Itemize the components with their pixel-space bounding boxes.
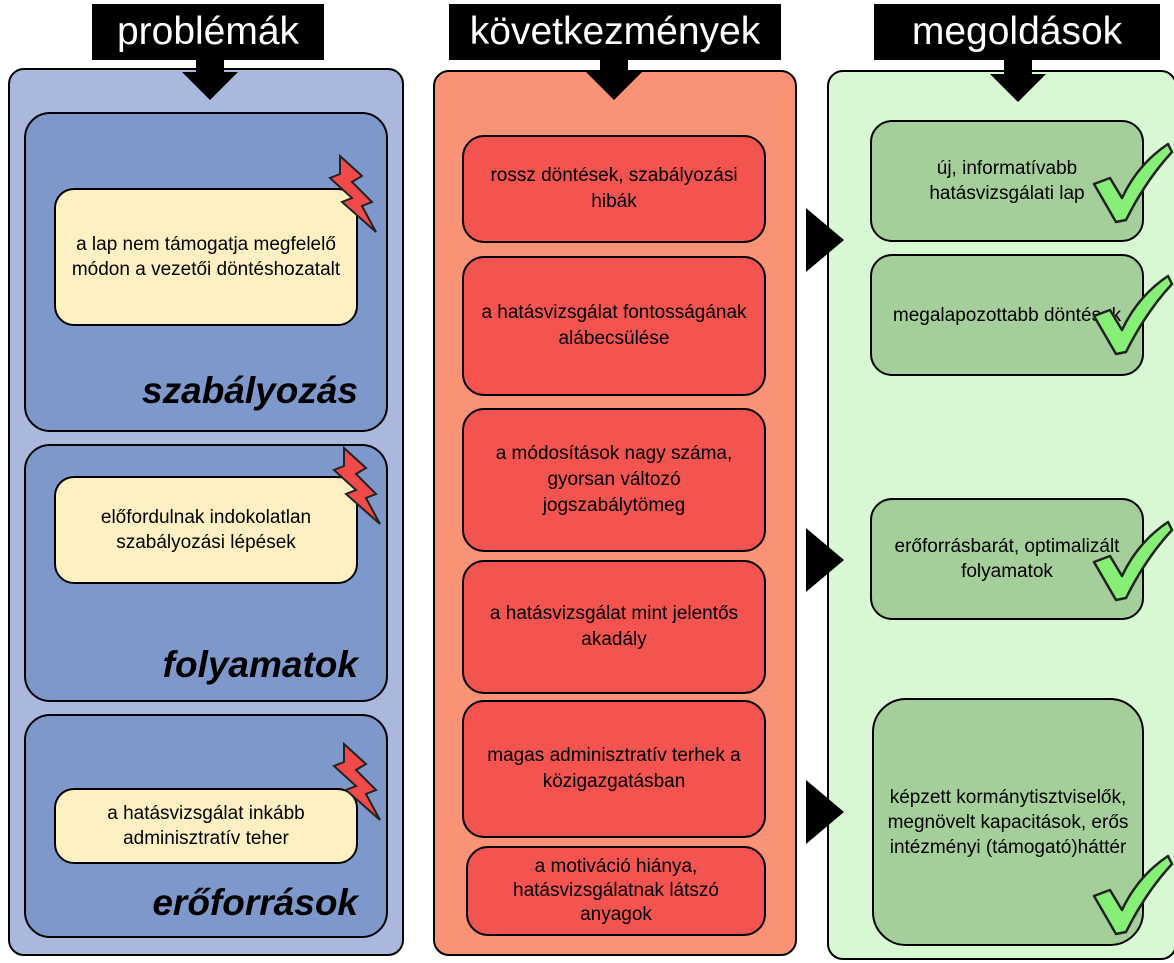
consequence-box: a hatásvizsgálat mint jelentős akadály	[462, 560, 766, 694]
check-mark-icon	[1092, 520, 1174, 602]
problem-box: a hatásvizsgálat inkább adminisztratív t…	[54, 788, 358, 864]
section-title: erőforrások	[152, 882, 358, 923]
check-mark-icon	[1092, 274, 1174, 356]
consequence-box: a módosítások nagy száma, gyorsan változ…	[462, 408, 766, 552]
check-mark-icon	[1092, 854, 1174, 936]
consequence-box: a motiváció hiánya, hatásvizsgálatnak lá…	[466, 846, 766, 936]
consequences-header: következmények	[449, 4, 781, 60]
down-arrow-icon	[990, 58, 1046, 102]
lightning-icon	[332, 741, 381, 821]
section-title: szabályozás	[142, 370, 358, 411]
lightning-icon	[328, 153, 377, 233]
solutions-header: megoldások	[874, 4, 1160, 60]
problem-box: a lap nem támogatja megfelelő módon a ve…	[54, 188, 358, 326]
consequence-box: rossz döntések, szabályozási hibák	[462, 135, 766, 243]
consequence-box: a hatásvizsgálat fontosságának alábecsül…	[462, 256, 766, 396]
right-arrow-icon	[806, 528, 844, 592]
right-arrow-icon	[806, 780, 844, 844]
consequence-box: magas adminisztratív terhek a közigazgat…	[462, 700, 766, 838]
solution-box: új, informatívabb hatásvizsgálati lap	[870, 120, 1144, 242]
section-title: folyamatok	[162, 644, 358, 685]
check-mark-icon	[1092, 142, 1174, 224]
problems-header: problémák	[92, 4, 324, 60]
right-arrow-icon	[806, 208, 844, 272]
solution-box: képzett kormánytisztviselők, megnövelt k…	[872, 698, 1144, 946]
lightning-icon	[332, 445, 381, 525]
solution-box: erőforrásbarát, optimalizált folyamatok	[870, 498, 1144, 620]
down-arrow-icon	[586, 58, 642, 100]
down-arrow-icon	[182, 58, 238, 100]
solution-box: megalapozottabb döntések	[870, 254, 1144, 376]
problem-box: előfordulnak indokolatlan szabályozási l…	[54, 476, 358, 584]
